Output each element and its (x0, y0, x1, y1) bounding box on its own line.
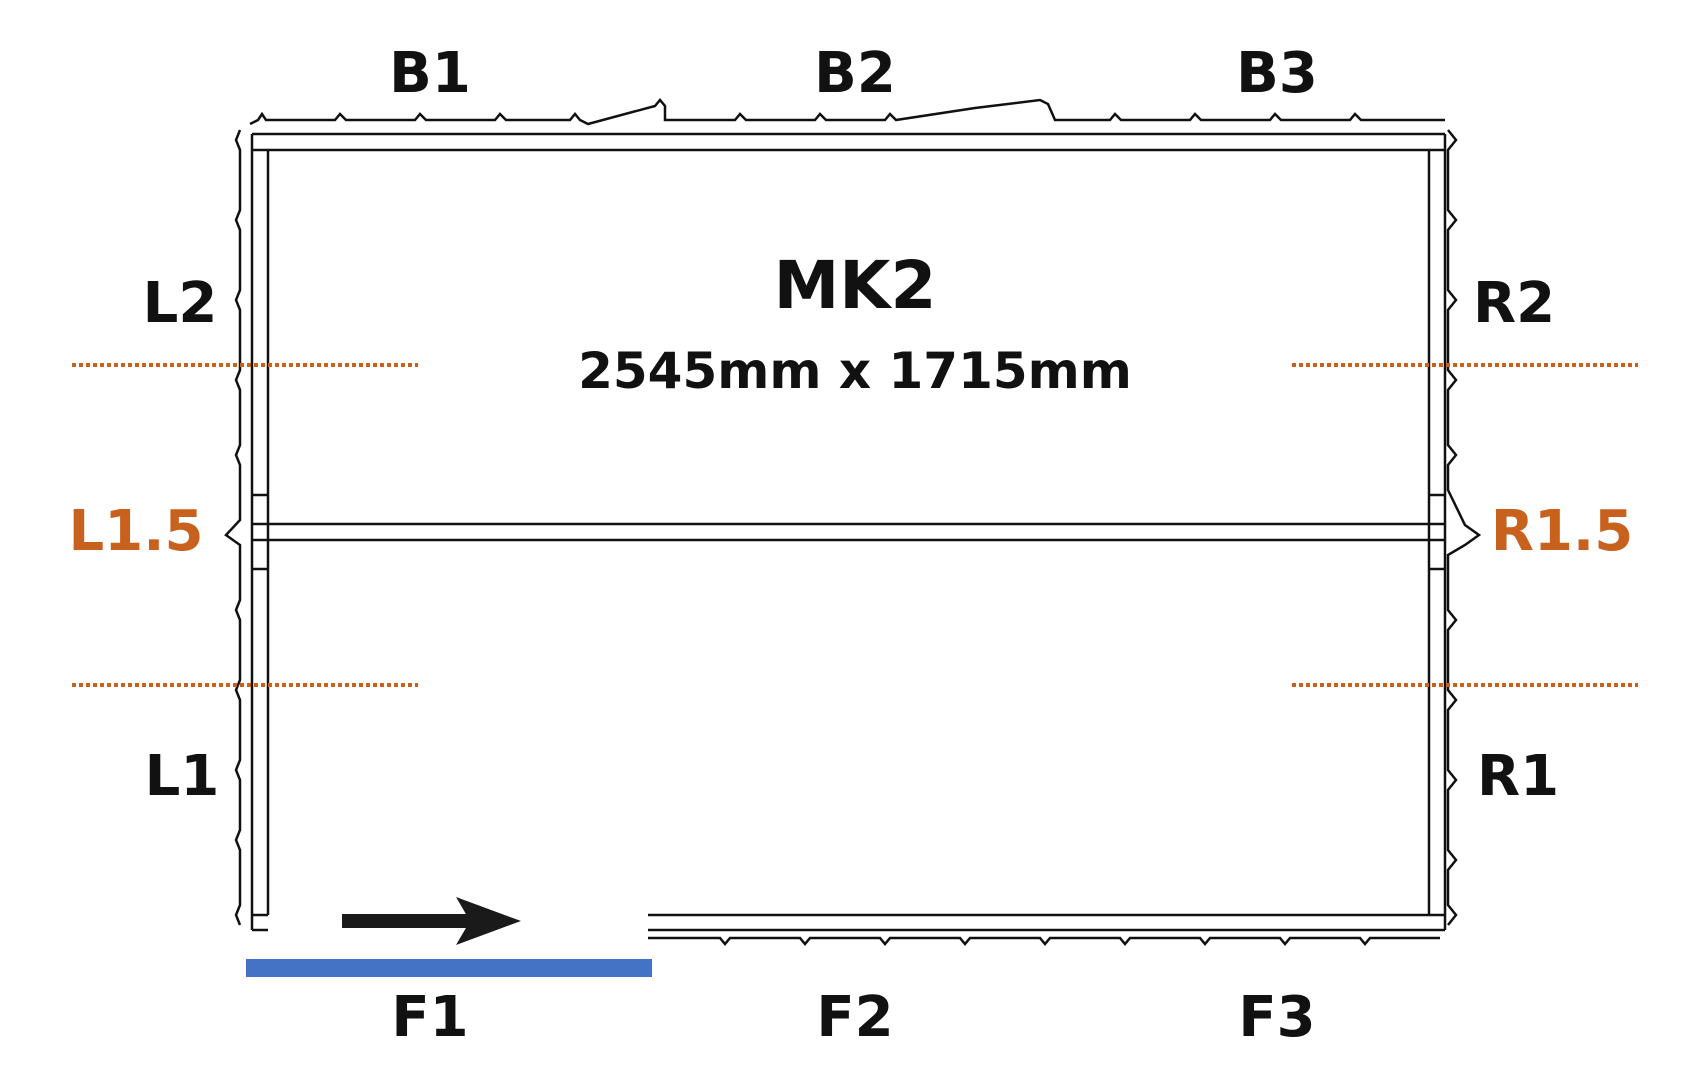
panel-label-l1: L1 (145, 744, 220, 809)
panel-label-r1-5: R1.5 (1491, 499, 1633, 564)
panel-label-l2: L2 (143, 271, 218, 336)
title: MK2 (774, 247, 937, 324)
door-arrow-head (456, 897, 521, 945)
panel-label-r2: R2 (1473, 271, 1555, 336)
panel-label-l1-5: L1.5 (69, 499, 204, 564)
dimensions: 2545mm x 1715mm (578, 342, 1132, 400)
panel-label-b2: B2 (814, 41, 896, 106)
front-wall-profile (648, 936, 1440, 946)
panel-label-f3: F3 (1238, 985, 1315, 1050)
back-wall-profile (249, 98, 1445, 126)
panel-label-f1: F1 (391, 985, 468, 1050)
panel-label-r1: R1 (1477, 744, 1559, 809)
panel-label-b1: B1 (389, 41, 471, 106)
right-wall-profile (1446, 129, 1482, 926)
panel-label-f2: F2 (816, 985, 893, 1050)
panel-label-b3: B3 (1236, 41, 1318, 106)
left-wall-profile (224, 129, 242, 926)
